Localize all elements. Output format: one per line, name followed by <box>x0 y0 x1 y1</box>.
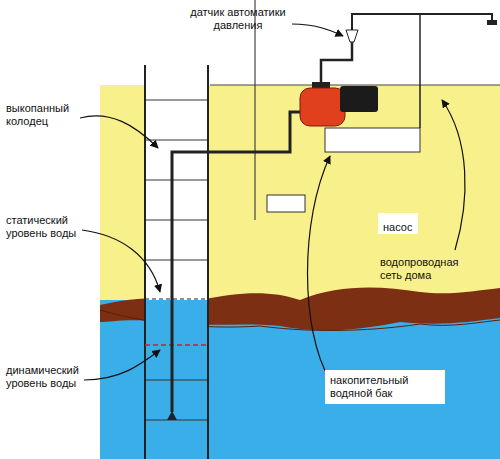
tank-body <box>325 128 420 152</box>
leader-line <box>80 116 158 148</box>
callout-label: выкопанный колодец <box>6 102 82 128</box>
foundation-block <box>267 195 305 212</box>
house-network-pipe <box>352 14 492 30</box>
house-floor <box>210 85 500 86</box>
callout-label: динамический уровень воды <box>6 364 90 390</box>
label-box: накопительный водяной бак <box>325 370 445 404</box>
pump-outlet <box>312 82 330 88</box>
pressure-pipe <box>321 38 352 82</box>
dynamic-level-line <box>145 344 208 346</box>
callout-label: водопроводная сеть дома <box>380 256 480 282</box>
foot-valve <box>167 411 177 420</box>
leader-line <box>82 230 160 292</box>
pressure-sensor <box>346 30 358 42</box>
static-level-line <box>145 299 208 300</box>
callout-label: датчик автоматики давления <box>182 6 294 32</box>
pump-motor <box>340 86 378 112</box>
leader-line <box>84 350 160 380</box>
tap <box>487 20 497 25</box>
well-wall <box>207 65 209 459</box>
well-air <box>145 65 208 300</box>
well-rings <box>145 100 208 420</box>
leader-line <box>308 156 331 380</box>
pump-body <box>300 88 345 126</box>
suction-pipe <box>172 112 300 412</box>
house-network-pipe <box>419 14 421 128</box>
house-wall <box>254 0 255 220</box>
leader-line <box>292 24 343 36</box>
leader-lines <box>80 24 465 380</box>
label-box: насос <box>378 213 418 234</box>
callout-label: статический уровень воды <box>6 214 84 240</box>
well-water <box>145 300 208 459</box>
leader-line <box>442 100 465 250</box>
box-label: насос <box>383 221 412 234</box>
box-label: накопительный водяной бак <box>330 374 440 400</box>
